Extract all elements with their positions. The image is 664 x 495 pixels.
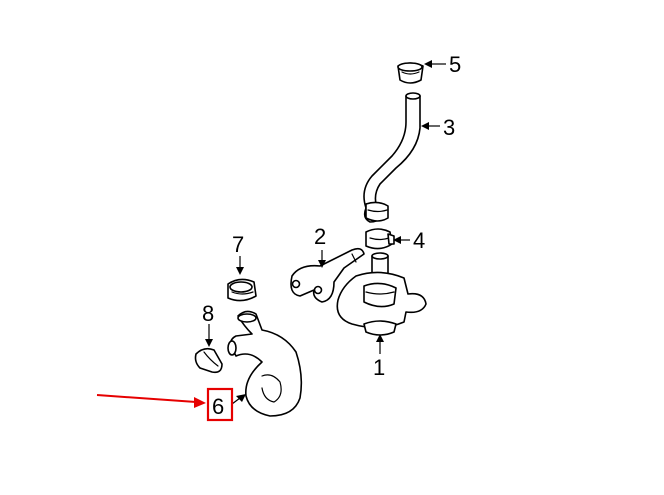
callout-3: 3 <box>443 115 455 140</box>
leader-6 <box>231 394 246 405</box>
part-8-plug[interactable] <box>194 347 223 374</box>
part-3-hose[interactable] <box>363 92 421 223</box>
part-4-clamp[interactable] <box>365 228 395 250</box>
leader-4 <box>393 236 410 244</box>
leader-1 <box>376 334 384 354</box>
leader-7 <box>236 256 244 275</box>
part-2-bracket[interactable] <box>290 247 365 303</box>
leader-5 <box>424 60 446 68</box>
callout-7: 7 <box>232 232 244 257</box>
part-5-cap[interactable] <box>397 62 424 84</box>
leader-3 <box>421 122 440 130</box>
part-6-hose[interactable] <box>227 310 303 417</box>
highlight-pointer <box>96 387 234 422</box>
leader-8 <box>205 324 213 347</box>
callout-8: 8 <box>202 301 214 326</box>
callout-6: 6 <box>212 394 224 419</box>
callout-1: 1 <box>373 355 385 380</box>
part-1-pump[interactable] <box>336 252 427 336</box>
callout-4: 4 <box>413 228 425 253</box>
highlight-box <box>206 387 234 422</box>
leader-2 <box>318 250 326 268</box>
callout-2: 2 <box>314 224 326 249</box>
part-7-clamp[interactable] <box>227 278 257 302</box>
callout-5: 5 <box>449 52 461 77</box>
